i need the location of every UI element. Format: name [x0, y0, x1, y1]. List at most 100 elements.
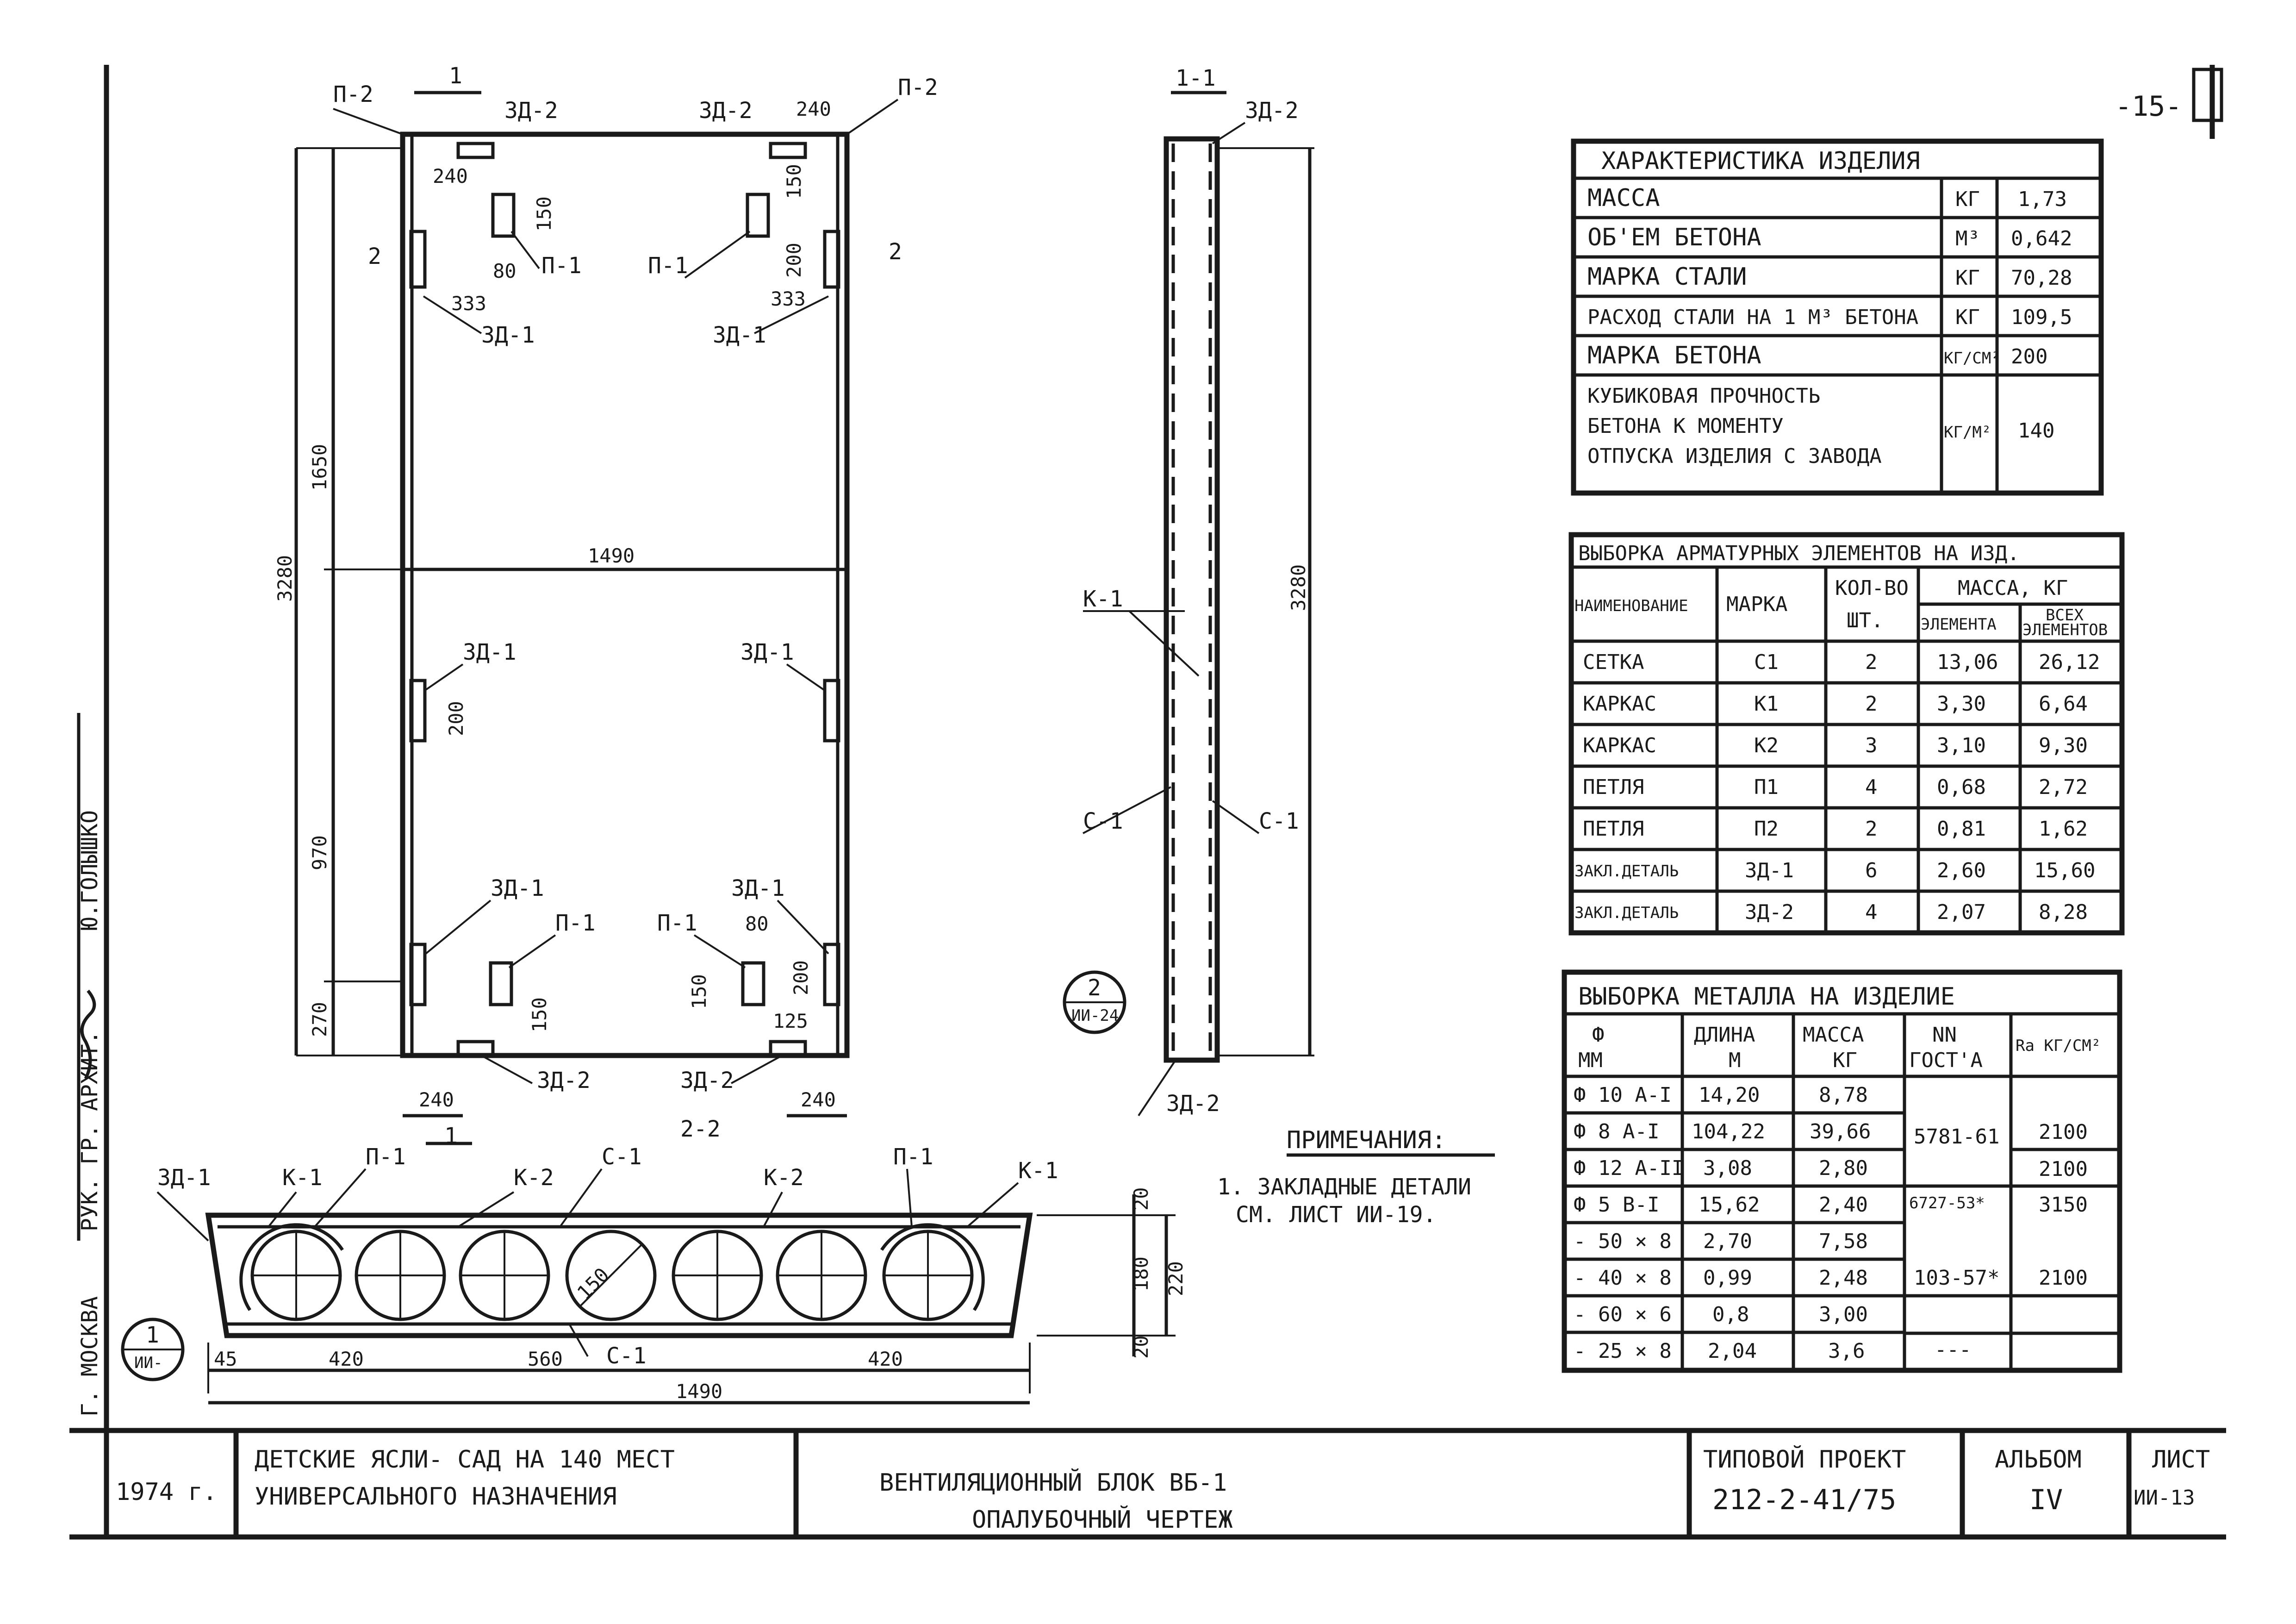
props-row-4-unit: КГ: [1955, 306, 1980, 329]
dim-333-left: 333: [451, 292, 486, 315]
tag-p1-top-left: П-1: [541, 253, 582, 279]
dim-80-low: 80: [745, 912, 769, 935]
tag-zd1-mid-right: ЗД-1: [740, 639, 794, 665]
metal-row-5-len: 2,70: [1703, 1230, 1752, 1253]
metal-row-6-mass: 2,48: [1819, 1266, 1868, 1290]
plan-dim-20-top: 20: [1130, 1187, 1152, 1211]
dim-240-bottom-left: 240: [419, 1088, 454, 1111]
rebar-header-mark: МАРКА: [1726, 593, 1787, 616]
metal-row-6-len: 0,99: [1703, 1266, 1752, 1290]
metal-header-gost-2: ГОСТ'А: [1909, 1049, 1983, 1072]
plan-tag-c1-bottom: С-1: [606, 1343, 647, 1369]
tag-zd2-bottom-right: ЗД-2: [680, 1068, 734, 1093]
title-year: 1974 г.: [116, 1478, 217, 1506]
rebar-row-6-name: ЗАКЛ.ДЕТАЛЬ: [1574, 862, 1679, 881]
side-tag-k1: К-1: [1083, 586, 1123, 612]
tag-zd1-top-left: ЗД-1: [481, 322, 535, 348]
plan-tag-k1-left: К-1: [282, 1165, 323, 1191]
rebar-row-7-name: ЗАКЛ.ДЕТАЛЬ: [1574, 904, 1679, 922]
tag-p2-left: П-2: [333, 81, 373, 107]
dim-150-right: 150: [783, 164, 805, 199]
dim-1490: 1490: [588, 544, 635, 567]
rebar-row-1-all: 26,12: [2039, 650, 2100, 674]
plan-dim-150: 150: [572, 1263, 613, 1304]
metal-row: - 40 × 8 0,99 2,48: [1574, 1266, 1868, 1290]
plan-callout-num: 1: [146, 1322, 159, 1348]
plan-tag-c1-top: С-1: [602, 1144, 642, 1170]
section-1-bottom: 1: [444, 1123, 458, 1149]
dim-333-right: 333: [771, 287, 806, 310]
rebar-row-7-mark: ЗД-2: [1745, 900, 1794, 924]
props-row-1-unit: КГ: [1955, 187, 1980, 211]
tag-zd1-low-left: ЗД-1: [491, 875, 544, 901]
metal-row-1-phi: Ф 10 А-I: [1574, 1083, 1672, 1107]
side-stamp: Г. МОСКВА РУК. ГР. АРХИТ. Ю.ГОЛЫШКО: [77, 713, 103, 1417]
plan-dim-20-bottom: 20: [1130, 1335, 1152, 1359]
metal-row-8-mass: 3,6: [1828, 1339, 1865, 1363]
rebar-row-5-el: 0,81: [1937, 817, 1986, 841]
rebar-title: ВЫБОРКА АРМАТУРНЫХ ЭЛЕМЕНТОВ НА ИЗД.: [1578, 542, 2020, 565]
rebar-row-1-qty: 2: [1865, 650, 1878, 674]
plan-title: 2-2: [680, 1116, 721, 1142]
metal-row-2-mass: 39,66: [1810, 1120, 1871, 1143]
metal-row-4-phi: Ф 5 В-I: [1574, 1193, 1659, 1217]
rebar-row-2-all: 6,64: [2039, 692, 2088, 716]
rebar-row-6-mark: ЗД-1: [1745, 859, 1794, 882]
side-stamp-name: Ю.ГОЛЫШКО: [77, 810, 103, 931]
dim-200-top: 200: [783, 243, 805, 278]
metal-gost-c: 103-57*: [1914, 1266, 1999, 1290]
props-row-5-name: МАРКА БЕТОНА: [1587, 342, 1761, 369]
rebar-row-4-all: 2,72: [2039, 775, 2088, 799]
tag-zd2-top-right: ЗД-2: [699, 98, 753, 124]
side-tag-c1-right: С-1: [1259, 808, 1299, 834]
section-2-left: 2: [368, 244, 381, 269]
metal-row-1-mass: 8,78: [1819, 1083, 1868, 1107]
metal-header-len-1: ДЛИНА: [1694, 1023, 1755, 1047]
metal-row-3-phi: Ф 12 А-II: [1574, 1156, 1684, 1180]
title-album-number: IV: [2029, 1484, 2063, 1516]
title-block: 1974 г. ДЕТСКИЕ ЯСЛИ- САД НА 140 МЕСТ УН…: [116, 1430, 2210, 1537]
notes-line-2: СМ. ЛИСТ ИИ-19.: [1236, 1202, 1436, 1228]
tag-zd2-top-left: ЗД-2: [504, 98, 558, 124]
side-stamp-city: Г. МОСКВА: [77, 1296, 103, 1417]
dim-240-top-right: 240: [796, 98, 831, 120]
metal-row-4-mass: 2,40: [1819, 1193, 1868, 1217]
metal-gost-d: ---: [1935, 1338, 1971, 1362]
rebar-row-2-name: КАРКАС: [1583, 692, 1656, 716]
side-tag-zd2-top: ЗД-2: [1245, 98, 1299, 124]
metal-row-8-phi: - 25 × 8: [1574, 1339, 1672, 1363]
rebar-row: ЗАКЛ.ДЕТАЛЬ ЗД-1 6 2,60 15,60: [1574, 859, 2095, 882]
page-number: -15-: [2115, 90, 2182, 123]
plan-tag-p1-left: П-1: [366, 1144, 406, 1170]
props-table: ХАРАКТЕРИСТИКА ИЗДЕЛИЯ МАССА КГ 1,73 ОБ'…: [1571, 138, 2104, 496]
metal-row: - 50 × 8 2,70 7,58: [1574, 1230, 1868, 1253]
props-row-3-value: 70,28: [2011, 266, 2072, 290]
plan-tag-k2-right: К-2: [764, 1165, 804, 1191]
metal-row-2-len: 104,22: [1692, 1120, 1765, 1143]
rebar-row-2-el: 3,30: [1937, 692, 1986, 716]
plan-dim-420-right: 420: [868, 1348, 903, 1370]
dim-970: 970: [308, 835, 331, 870]
section-1-top: 1: [449, 63, 462, 89]
metal-ra-c: 3150: [2039, 1193, 2088, 1217]
metal-row-7-phi: - 60 × 6: [1574, 1303, 1672, 1326]
plan-dim-1490: 1490: [676, 1380, 722, 1403]
tag-p2-right: П-2: [898, 75, 938, 100]
plan-dim-45: 45: [214, 1348, 237, 1370]
tag-zd1-low-right: ЗД-1: [731, 875, 785, 901]
rebar-header-qty-1: КОЛ-ВО: [1835, 576, 1909, 600]
plan-channels: 150: [239, 1223, 985, 1321]
props-cube-value: 140: [2018, 419, 2054, 443]
metal-row-3-mass: 2,80: [1819, 1156, 1868, 1180]
props-row-4-value: 109,5: [2011, 306, 2072, 329]
plan-dim-420-left: 420: [329, 1348, 364, 1370]
rebar-row-5-all: 1,62: [2039, 817, 2088, 841]
rebar-row-3-all: 9,30: [2039, 734, 2088, 757]
tag-zd1-mid-left: ЗД-1: [463, 639, 516, 665]
metal-row: Ф 12 А-II 3,08 2,80: [1574, 1156, 1868, 1180]
rebar-row-5-name: ПЕТЛЯ: [1583, 817, 1644, 841]
notes-line-1: 1. ЗАКЛАДНЫЕ ДЕТАЛИ: [1217, 1174, 1471, 1200]
metal-row-3-len: 3,08: [1703, 1156, 1752, 1180]
props-row-3-unit: КГ: [1955, 266, 1980, 290]
